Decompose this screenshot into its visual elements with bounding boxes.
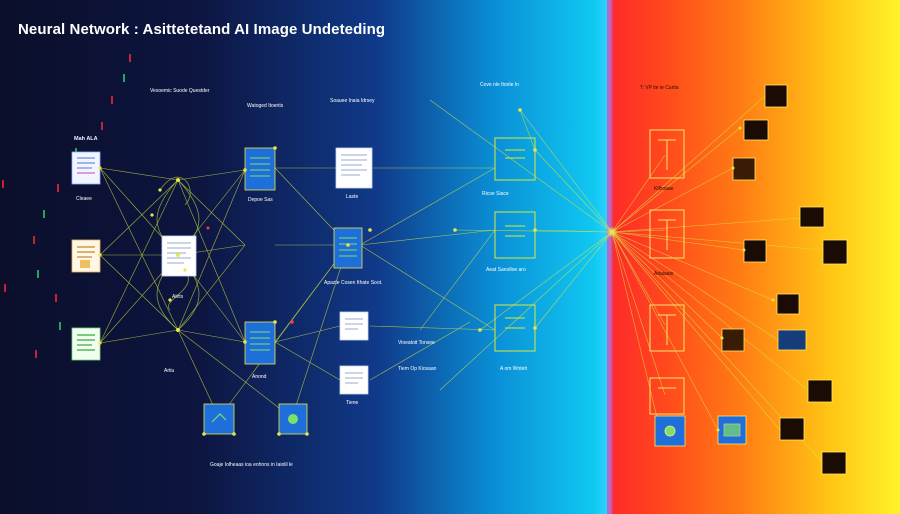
panel-top [244,147,276,191]
page-title: Neural Network : Asittetetand AI Image U… [18,21,386,38]
orange-frame-3 [649,304,685,352]
desc-mid-2: Soauee Inaia Idrsey [330,98,375,104]
bottom-tile-left [203,403,235,435]
desc-far: T: VP ite ie Curita [640,85,679,91]
nodes [98,108,775,436]
panel-top-caption: Depoe Sas [248,197,273,203]
orange-frame-1 [649,129,685,179]
input-document-1 [71,151,101,185]
input-caption: Cleaee [76,196,92,202]
mid-doc-top-caption: Laste [346,194,358,200]
desc-right: Cove nle Itonle In [480,82,519,88]
bottom-caption: Goaje Iolheaas ioa eohnns in Iaiolil le [210,462,293,468]
desc-left: Vesoemic Suode Questder [150,88,210,94]
red-markers [206,226,294,324]
bottom-tile-right [278,403,308,435]
right-caption-3: A om Wnteh [500,366,527,372]
input-label: Mah ALA [74,136,98,142]
mid-doc-2-caption: Tiene [346,400,359,406]
right-caption-1: Ricoe Siace [482,191,509,197]
mid-doc-2 [339,365,369,395]
orange-caption-1: Kilhoaae [654,186,674,192]
panel-middle [333,227,363,269]
node-caption: Aiirts [172,294,184,300]
mid-caption-1: Vioeatoit Tonsee [398,340,435,346]
panel-bottom-caption: Anond [252,374,267,380]
desc-mid: Watoged Itoerits [247,103,284,109]
divider-band [607,0,611,514]
blue-tiles-right [654,415,747,447]
mid-caption-2: Tiem Op Kiosaan [398,366,437,372]
orange-caption-2: Adaiaaio [654,271,674,277]
panel-middle-caption: Apazte Cosen Ithate Soot. [324,280,382,286]
orange-frame-2 [649,209,685,259]
input-document-2 [71,239,101,273]
orange-frame-4 [649,377,685,415]
output-caption: Artiu [164,368,175,374]
right-frame-3 [494,304,536,352]
mid-doc-1 [339,311,369,341]
right-frame-2 [494,211,536,259]
right-frame-1 [494,137,536,181]
dark-tiles [721,84,848,475]
panel-bottom [244,321,276,365]
input-document-3 [71,327,101,361]
mid-doc-top [335,147,373,189]
right-caption-2: Aeat Sanolloe aro [486,267,526,273]
tick-marks [2,54,131,358]
